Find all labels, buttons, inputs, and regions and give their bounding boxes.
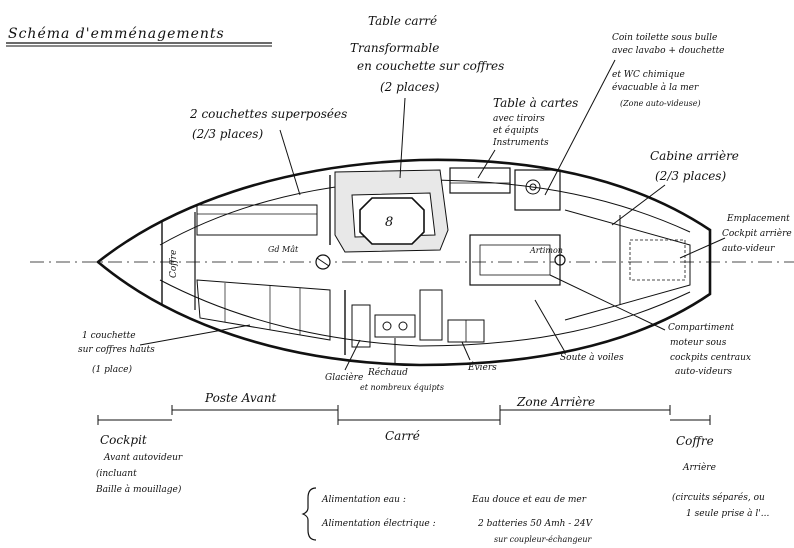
alim-eau-value: Eau douce et eau de mer (471, 495, 587, 505)
label-couchette-avant-2: sur coffres hauts (78, 345, 155, 355)
central-cockpit (469, 234, 561, 286)
gd-mat-label: Gd Mât (268, 245, 299, 254)
toilet-compartment (514, 169, 561, 211)
label-compartiment-4: auto-videurs (675, 367, 732, 377)
label-toilette-2: avec lavabo + douchette (612, 46, 725, 56)
label-table-care-4: (2 places) (380, 80, 440, 94)
label-toilette-3: et WC chimique (612, 70, 685, 80)
label-toilette-4: évacuable à la mer (612, 82, 699, 93)
aft-cabin (564, 209, 691, 321)
upper-bunk (196, 204, 318, 236)
leader-table (399, 97, 406, 179)
aft-cockpit (629, 239, 686, 281)
label-eviers: Éviers (467, 361, 497, 373)
label-rechaud-2: et nombreux équipts (360, 383, 444, 392)
bottom-coffre-2: Arrière (682, 462, 716, 473)
label-compartiment-3: cockpits centraux (670, 353, 751, 363)
zone-care: Carré (385, 429, 420, 443)
leader-eviers (461, 341, 471, 361)
label-cartes-2: avec tiroirs (493, 114, 545, 124)
alim-elec-sub: sur coupleur-échangeur (494, 535, 592, 544)
saloon-table (359, 197, 425, 245)
alim-brace (301, 487, 317, 541)
bottom-coffre-1: Coffre (676, 434, 714, 448)
leader-couchette-avant (139, 324, 251, 346)
label-table-care-1: Table carré (368, 14, 437, 28)
leader-couchettes (279, 129, 301, 196)
label-couchette-avant-3: (1 place) (92, 364, 132, 375)
label-table-care-2: Transformable (350, 41, 439, 55)
label-toilette-1: Coin toilette sous bulle (612, 33, 717, 43)
label-cabine-2: (2/3 places) (655, 169, 726, 183)
label-emplacement-1: Emplacement (726, 214, 790, 224)
label-cartes-1: Table à cartes (493, 96, 578, 110)
diagram-title: Schéma d'emménagements (8, 26, 225, 42)
label-compartiment-2: moteur sous (670, 338, 727, 348)
alim-elec-value: 2 batteries 50 Amh - 24V (477, 519, 594, 529)
label-couchettes-1: 2 couchettes superposées (189, 107, 347, 121)
galley-unit (419, 289, 443, 341)
bottom-cockpit-4: Baille à mouillage) (95, 484, 182, 495)
leader-soute (534, 299, 566, 353)
leader-compartiment (549, 274, 666, 331)
icebox (351, 304, 371, 348)
label-emplacement-2: Cockpit arrière (722, 228, 792, 239)
coffre-bow-label: Coffre (169, 250, 179, 278)
bottom-cockpit-2: Avant autovideur (103, 453, 183, 463)
toilet-drain (529, 183, 537, 191)
label-soute: Soute à voiles (560, 352, 624, 363)
label-glaciere: Glacière (325, 372, 363, 383)
zone-arriere: Zone Arrière (516, 395, 595, 409)
leader-cartes (477, 149, 496, 179)
burner-1 (382, 321, 392, 331)
main-mast-hatch (316, 257, 330, 267)
label-toilette-5: (Zone auto-videuse) (620, 99, 701, 108)
central-cockpit-inner (479, 244, 551, 276)
stove (374, 314, 416, 338)
label-compartiment-1: Compartiment (668, 323, 734, 333)
label-cartes-3: et équipts (493, 125, 539, 136)
leader-toilette (544, 59, 616, 196)
leader-emplacement (679, 237, 726, 259)
table-number: 8 (385, 215, 393, 230)
burner-2 (398, 321, 408, 331)
zone-poste-avant: Poste Avant (204, 391, 277, 405)
label-cartes-4: Instruments (492, 138, 549, 148)
circuits-note-1: (circuits séparés, ou (672, 492, 765, 503)
label-rechaud-1: Réchaud (367, 367, 408, 378)
label-couchette-avant-1: 1 couchette (82, 331, 136, 341)
leader-glaciere (344, 339, 361, 371)
lower-bunk (196, 279, 331, 341)
toilet-bowl (525, 179, 541, 195)
label-cabine-1: Cabine arrière (650, 149, 739, 163)
label-table-care-3: en couchette sur coffres (357, 59, 504, 73)
label-couchettes-2: (2/3 places) (192, 127, 263, 141)
bottom-cockpit-1: Cockpit (100, 433, 147, 447)
artimon-label: Artimon (529, 246, 563, 255)
circuits-note-2: 1 seule prise à l'... (686, 508, 769, 519)
leader-cabine (611, 184, 666, 226)
bottom-cockpit-3: (incluant (96, 468, 137, 479)
alim-elec-label: Alimentation électrique : (321, 518, 436, 529)
label-emplacement-3: auto-videur (722, 244, 775, 254)
alim-eau-label: Alimentation eau : (321, 495, 406, 505)
chart-table (449, 167, 511, 194)
